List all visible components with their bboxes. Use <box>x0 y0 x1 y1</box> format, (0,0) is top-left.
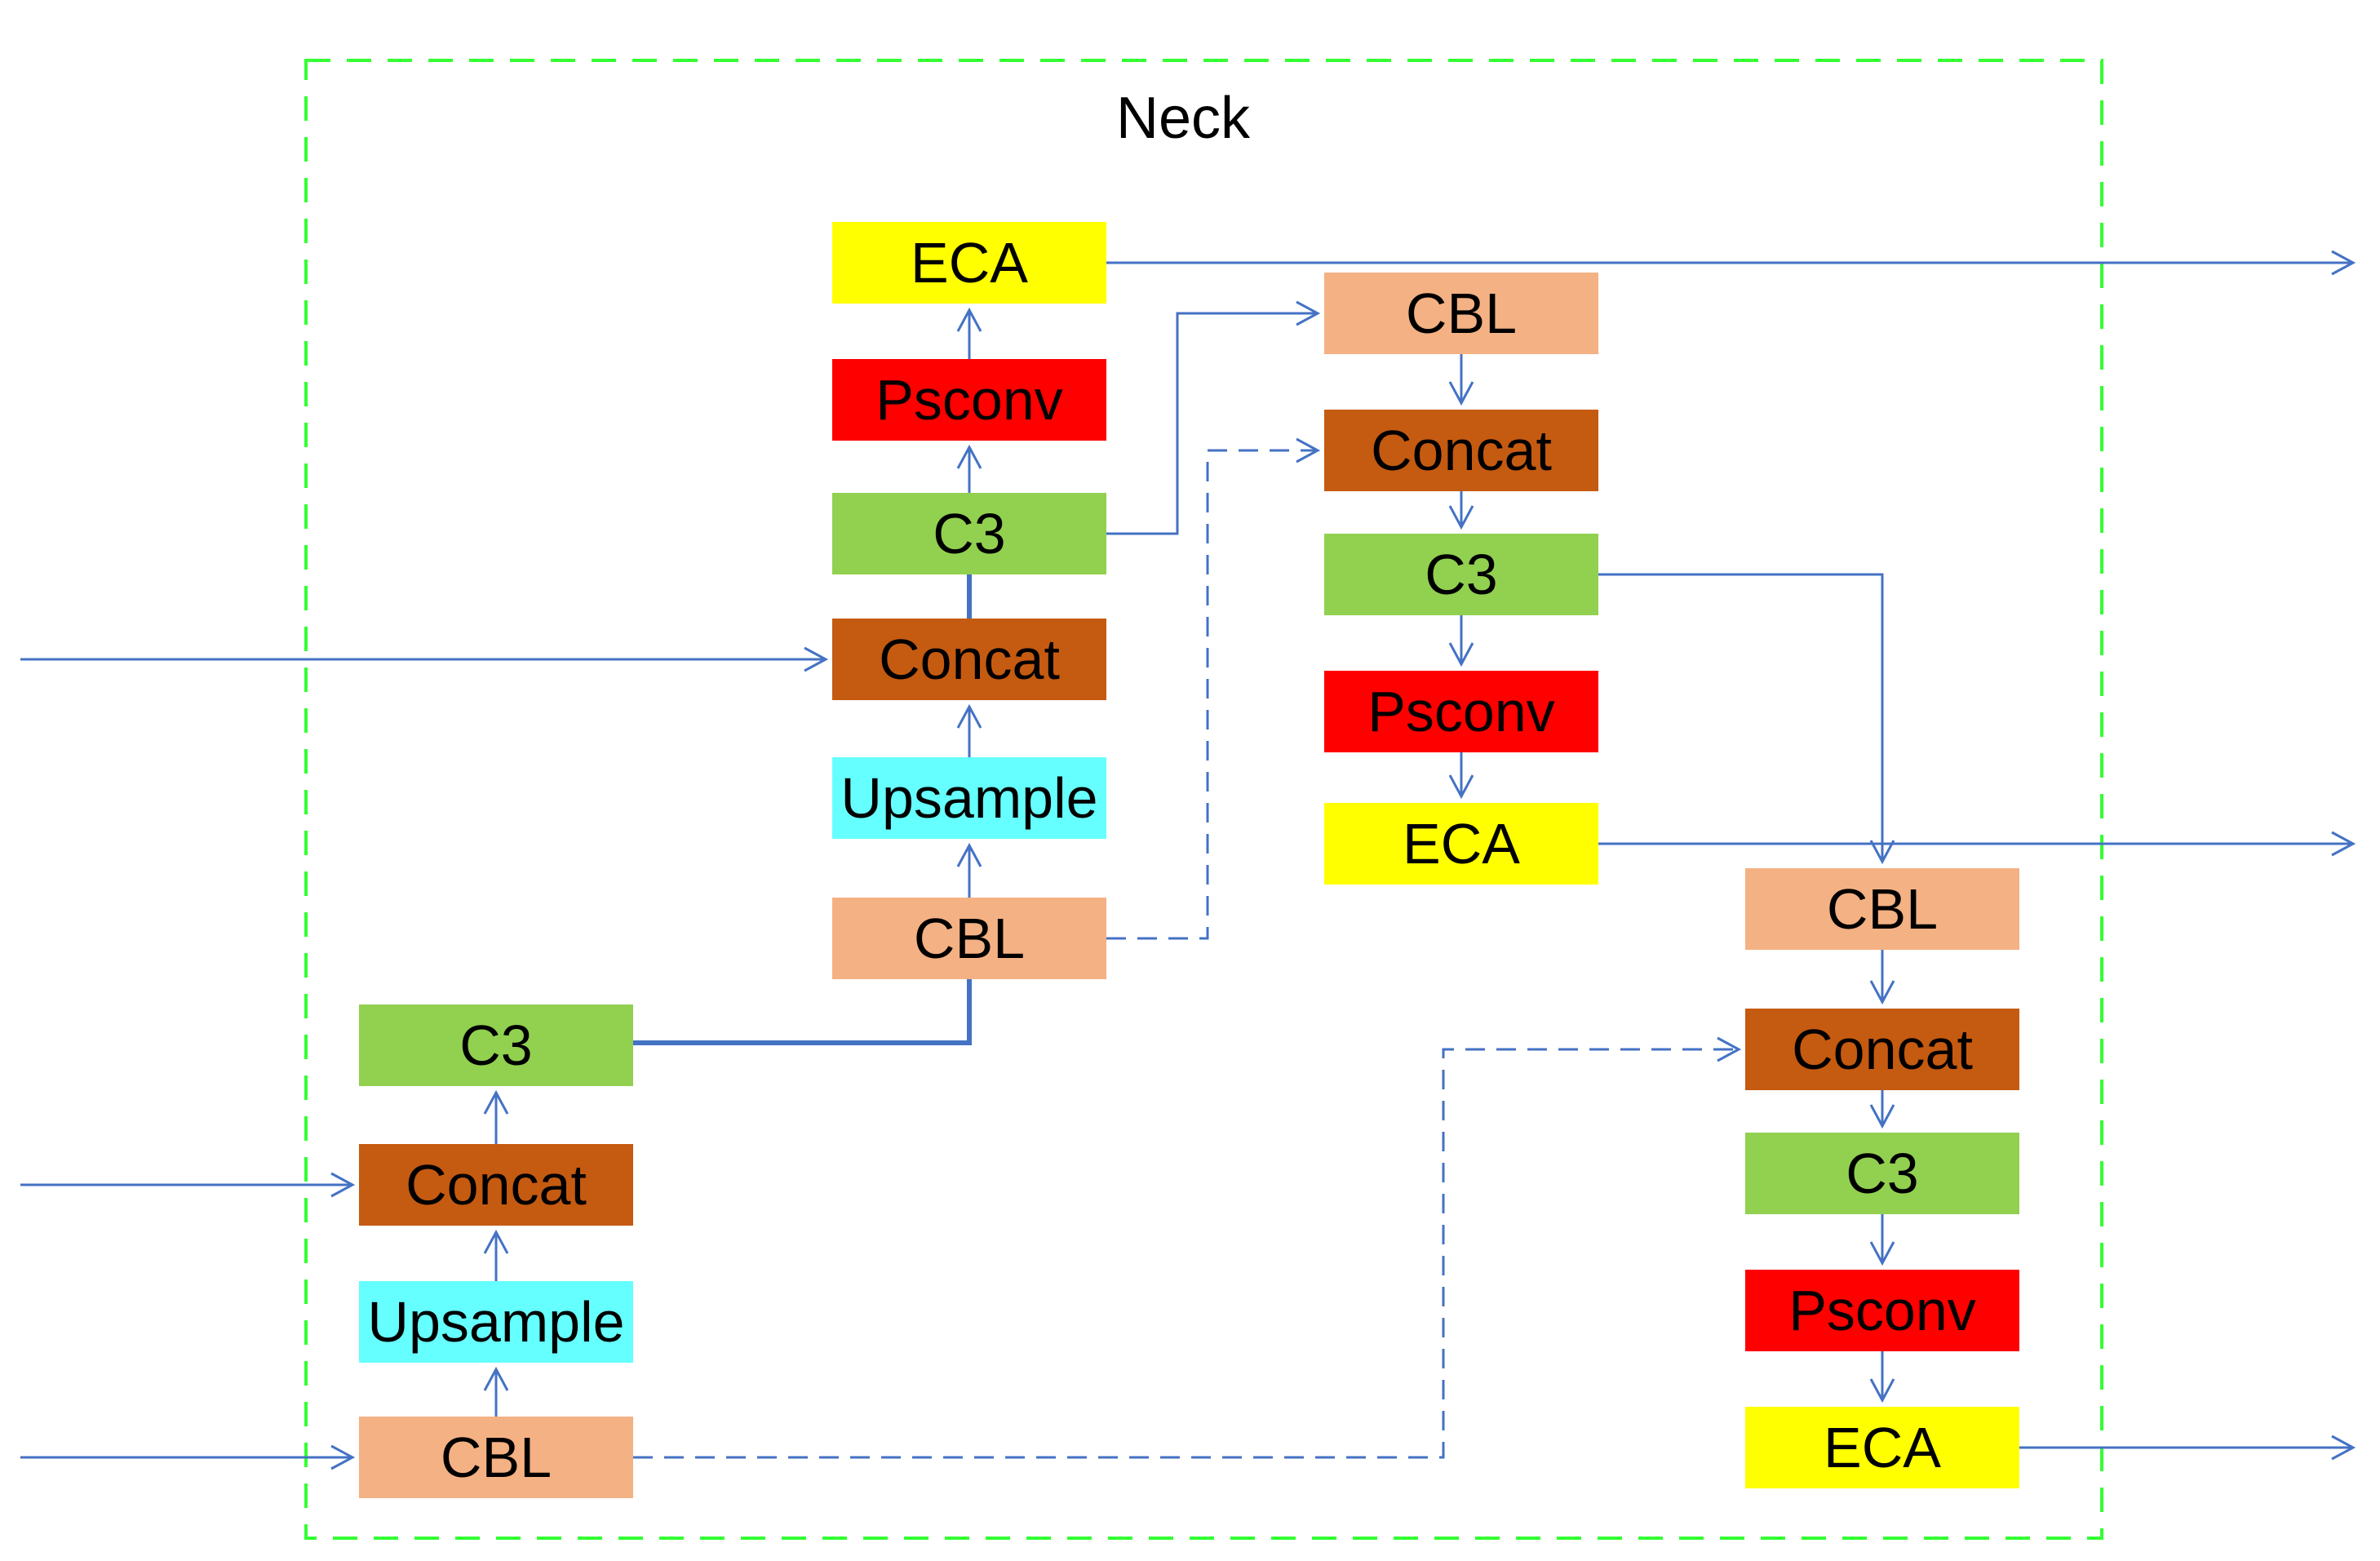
line-c3-1-to-cbl2 <box>633 978 972 1045</box>
block-branch3-concat: Concat <box>1324 410 1598 491</box>
block-branch3-cbl: CBL <box>1324 273 1598 354</box>
block-branch3-psconv: Psconv <box>1324 671 1598 752</box>
block-branch2-c3: C3 <box>832 493 1106 574</box>
block-branch1-cbl: CBL <box>359 1417 633 1498</box>
block-branch1-concat: Concat <box>359 1144 633 1226</box>
dashed-arrow-cbl1-to-concat4 <box>633 1036 1742 1459</box>
block-branch2-concat: Concat <box>832 619 1106 700</box>
block-branch1-upsample: Upsample <box>359 1281 633 1363</box>
arrow-c3-3-to-cbl4 <box>1598 573 1895 865</box>
block-branch4-eca: ECA <box>1745 1407 2019 1488</box>
arrow-c3-2-to-cbl3 <box>1106 300 1321 535</box>
block-branch3-c3: C3 <box>1324 534 1598 615</box>
block-branch4-psconv: Psconv <box>1745 1270 2019 1351</box>
block-branch4-cbl: CBL <box>1745 868 2019 950</box>
dashed-arrow-cbl2-to-concat3 <box>1106 437 1321 940</box>
block-branch4-c3: C3 <box>1745 1133 2019 1214</box>
block-branch2-psconv: Psconv <box>832 359 1106 441</box>
block-branch3-eca: ECA <box>1324 803 1598 885</box>
neck-boundary-box <box>304 59 2103 1540</box>
block-branch2-upsample: Upsample <box>832 757 1106 839</box>
neck-title: Neck <box>1115 86 1251 151</box>
block-branch1-c3: C3 <box>359 1004 633 1086</box>
block-branch2-eca: ECA <box>832 222 1106 304</box>
block-branch2-cbl: CBL <box>832 898 1106 979</box>
block-branch4-concat: Concat <box>1745 1009 2019 1090</box>
